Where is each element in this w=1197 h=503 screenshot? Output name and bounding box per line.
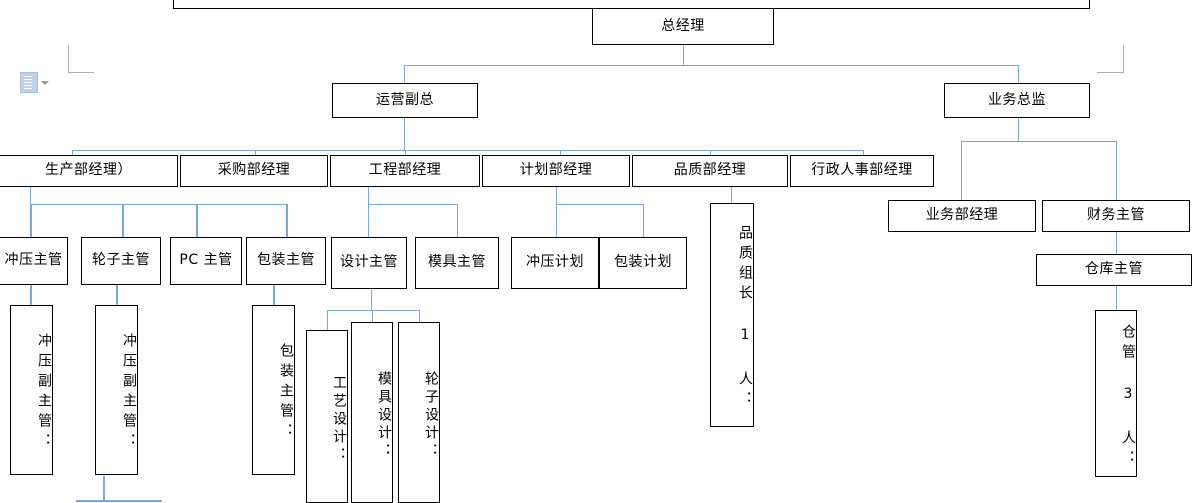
node-packaging-planner[interactable]: 包装计划	[599, 237, 687, 289]
node-wheel-supervisor[interactable]: 轮子主管	[81, 237, 161, 285]
connector-dessup-stem	[371, 289, 372, 311]
connector-bizdir-to-fin	[1116, 141, 1117, 201]
connector-ops-to-qual	[710, 150, 711, 156]
connector-eng-to-mold	[457, 204, 458, 238]
node-warehouse-supervisor[interactable]: 仓库主管	[1036, 254, 1192, 286]
node-planning-manager[interactable]: 计划部经理	[482, 155, 630, 187]
connector-plan-to-packpln	[643, 204, 644, 238]
connector-plan-to-stamppln	[556, 204, 557, 238]
node-finance-supervisor[interactable]: 财务主管	[1042, 200, 1190, 232]
connector-whsup-to-whstaff	[1116, 286, 1117, 311]
node-stamping-supervisor[interactable]: 冲压主管	[0, 237, 68, 285]
connector-bizdir-stem	[1018, 118, 1019, 142]
node-mold-supervisor[interactable]: 模具主管	[415, 237, 499, 289]
node-operations-vp[interactable]: 运营副总	[332, 83, 478, 118]
node-design-supervisor[interactable]: 设计主管	[331, 237, 407, 289]
connector-gm-to-biz	[1018, 65, 1019, 84]
connector-qual-to-lead	[731, 187, 732, 204]
node-wheel-design[interactable]: 轮子设计：	[398, 322, 440, 503]
connector-eng-to-des	[368, 204, 369, 238]
node-packaging-supervisor-detail[interactable]: 包装主管：	[252, 305, 295, 475]
connector-fin-to-whsup	[1116, 232, 1117, 255]
connector-plan-stem	[556, 187, 557, 205]
connector-eng-stem	[368, 187, 369, 205]
node-warehouse-staff[interactable]: 仓管 3 人：	[1095, 310, 1137, 477]
node-hr-admin-manager[interactable]: 行政人事部经理	[790, 155, 934, 187]
document-rule-right	[1089, 0, 1090, 9]
connector-stampsup-to-dep1	[30, 285, 32, 306]
connector-dep2-bus-partial	[76, 500, 162, 502]
margin-guide-right	[1097, 45, 1124, 73]
paste-options-button[interactable]	[20, 72, 49, 93]
node-production-manager[interactable]: 生产部经理）	[0, 155, 178, 187]
connector-bizdir-bus	[961, 141, 1116, 142]
connector-ops-to-eng	[405, 150, 406, 156]
connector-dessup-bus	[327, 310, 419, 311]
node-stamping-deputy-2[interactable]: 冲压副主管：	[95, 305, 138, 475]
connector-eng-bus	[368, 204, 458, 205]
connector-prod-stem	[30, 187, 31, 205]
margin-guide-left	[68, 45, 94, 73]
node-purchasing-manager[interactable]: 采购部经理	[180, 155, 328, 187]
chevron-down-icon[interactable]	[41, 80, 49, 85]
connector-prod-to-stamp	[30, 204, 32, 238]
connector-prod-bus	[30, 204, 287, 205]
connector-dep2-stem-partial	[103, 476, 105, 502]
connector-ops-bus	[72, 150, 864, 151]
node-process-design[interactable]: 工艺设计：	[306, 330, 348, 503]
connector-ops-to-prod	[72, 150, 73, 156]
document-rule-left	[173, 0, 174, 9]
connector-prod-to-pc	[196, 204, 198, 238]
connector-ops-to-hr	[863, 150, 864, 156]
connector-prod-to-pack	[286, 204, 288, 238]
node-business-director[interactable]: 业务总监	[944, 83, 1090, 118]
node-quality-team-leader[interactable]: 品质组长 1 人：	[710, 203, 754, 427]
connector-ops-to-plan	[560, 150, 561, 156]
connector-gm-stem	[683, 45, 684, 66]
connector-bizdir-to-bizmgr	[961, 141, 962, 201]
connector-dessup-to-wheel	[419, 310, 420, 323]
connector-dessup-to-mold	[372, 310, 373, 323]
connector-plan-bus	[556, 204, 644, 205]
node-stamping-deputy-1[interactable]: 冲压副主管：	[10, 305, 53, 475]
node-pc-supervisor[interactable]: PC 主管	[170, 237, 242, 285]
node-business-manager[interactable]: 业务部经理	[888, 200, 1036, 232]
node-mold-design[interactable]: 模具设计：	[351, 322, 393, 503]
node-engineering-manager[interactable]: 工程部经理	[330, 155, 480, 187]
node-stamping-planner[interactable]: 冲压计划	[511, 237, 599, 289]
connector-gm-bus	[404, 65, 1019, 66]
connector-ops-to-purch	[255, 150, 256, 156]
connector-dessup-to-proc	[327, 310, 328, 332]
connector-wheelsup-to-dep2	[116, 285, 118, 306]
paste-options-icon[interactable]	[20, 72, 38, 93]
connector-prod-to-wheel	[122, 204, 124, 238]
node-general-manager[interactable]: 总经理	[592, 8, 774, 45]
connector-packsup-to-packv	[273, 285, 275, 306]
node-packaging-supervisor[interactable]: 包装主管	[246, 237, 326, 285]
connector-gm-to-ops	[404, 65, 405, 84]
connector-ops-stem	[404, 118, 405, 151]
node-quality-manager[interactable]: 品质部经理	[632, 155, 788, 187]
